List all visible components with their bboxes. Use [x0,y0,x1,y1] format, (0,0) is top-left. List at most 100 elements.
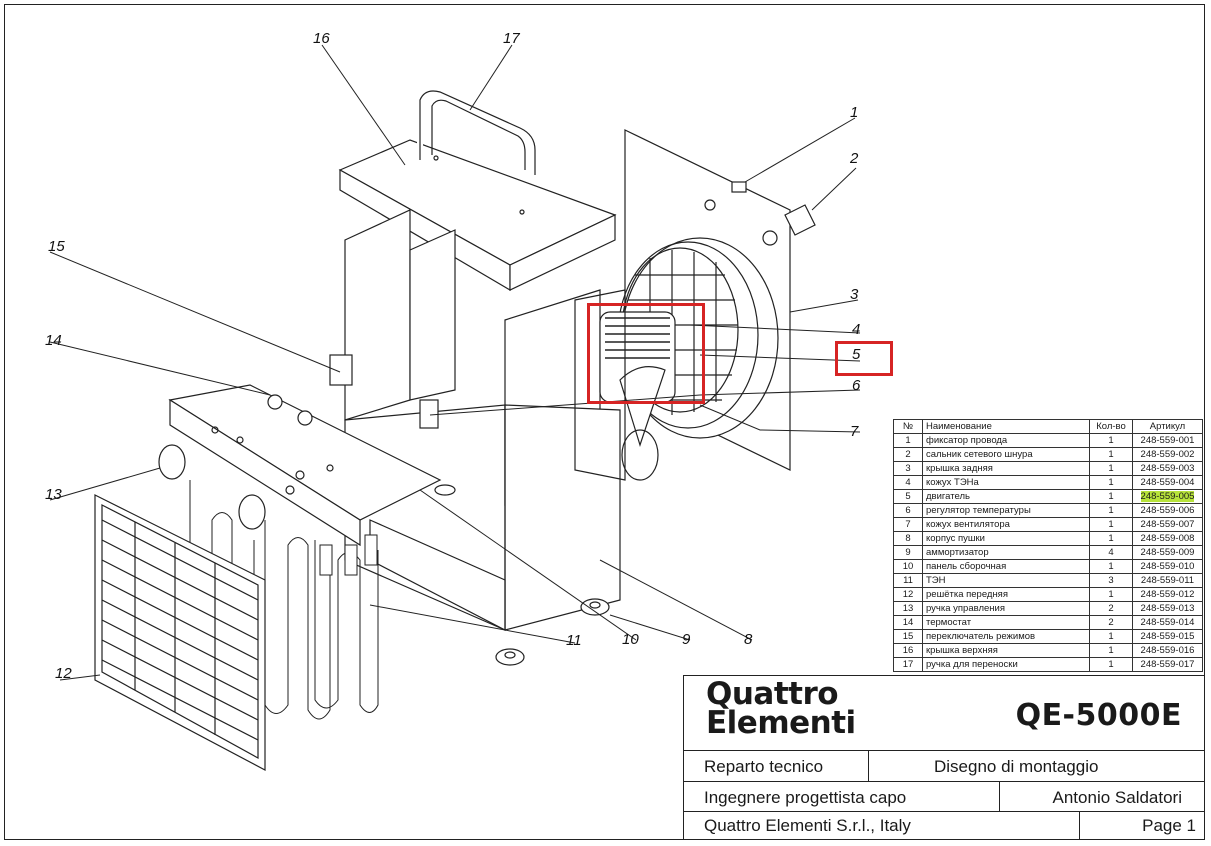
drawing-frame [4,4,1205,840]
row-name: термостат [922,615,1090,630]
callout-13: 13 [45,486,62,503]
row-qty: 1 [1089,517,1133,532]
callout-16: 16 [313,30,330,47]
row-name: переключатель режимов [922,629,1090,644]
row-article: 248-559-015 [1132,629,1203,644]
row-name: крышка задняя [922,461,1090,476]
row-article: 248-559-010 [1132,559,1203,574]
row-number: 1 [893,433,923,448]
callout-15: 15 [48,238,65,255]
row-number: 4 [893,475,923,490]
callout-10: 10 [622,631,639,648]
role-label: Ingegnere progettista capo [704,788,907,807]
parts-table-header: № Наименование Кол-во Артикул [893,419,1203,434]
drawing-type: Disegno di montaggio [934,757,1099,776]
row-qty: 1 [1089,587,1133,602]
company-logo: Quattro Elementi [706,676,856,741]
callout-3: 3 [850,286,859,303]
callout-5-highlight-box [835,341,893,376]
row-article: 248-559-011 [1132,573,1203,588]
thermostat-part [267,354,439,429]
title-row-company: Quattro Elementi S.r.l., Italy Page 1 [684,811,1204,839]
row-name: кожух вентилятора [922,517,1090,532]
front-grille-part [94,494,266,771]
row-article: 248-559-001 [1132,433,1203,448]
row-qty: 1 [1089,475,1133,490]
col-article: Артикул [1132,419,1203,434]
row-name: решётка передняя [922,587,1090,602]
row-number: 15 [893,629,923,644]
title-row-department: Reparto tecnico Disegno di montaggio [684,750,1204,781]
row-qty: 1 [1089,657,1133,672]
row-article: 248-559-008 [1132,531,1203,546]
row-number: 7 [893,517,923,532]
row-number: 2 [893,447,923,462]
row-number: 5 [893,489,923,504]
row-qty: 1 [1089,643,1133,658]
row-qty: 2 [1089,601,1133,616]
callout-11: 11 [566,632,582,649]
carry-handle-part [417,88,538,175]
row-number: 14 [893,615,923,630]
row-number: 11 [893,573,923,588]
row-name: панель сборочная [922,559,1090,574]
row-number: 3 [893,461,923,476]
callout-8: 8 [744,631,753,648]
motor-part [599,311,676,447]
department-label: Reparto tecnico [704,757,824,776]
row-name: ручка управления [922,601,1090,616]
row-article: 248-559-006 [1132,503,1203,518]
row-article: 248-559-012 [1132,587,1203,602]
row-qty: 1 [1089,629,1133,644]
fan-shroud [574,289,626,481]
callout-5: 5 [852,346,861,363]
row-name: фиксатор провода [922,433,1090,448]
row-number: 8 [893,531,923,546]
row-name: сальник сетевого шнура [922,447,1090,462]
row-qty: 1 [1089,489,1133,504]
row-name: ручка для переноски [922,657,1090,672]
engineer-name: Antonio Saldatori [1052,788,1182,807]
fan-shroud-base [621,429,659,481]
row-number: 6 [893,503,923,518]
row-name: крышка верхняя [922,643,1090,658]
inner-side-panel [344,209,456,421]
callout-14: 14 [45,332,62,349]
callout-6: 6 [852,377,861,394]
assembly-panel-part [168,384,442,547]
page-number: Page 1 [1142,816,1196,835]
callout-7: 7 [850,423,859,440]
housing-body-part [344,289,621,631]
row-name: ТЭН [922,573,1090,588]
row-qty: 1 [1089,433,1133,448]
row-article: 248-559-003 [1132,461,1203,476]
callout-12: 12 [55,665,72,682]
col-name: Наименование [922,419,1090,434]
row-name: корпус пушки [922,531,1090,546]
row-qty: 3 [1089,573,1133,588]
row-article: 248-559-002 [1132,447,1203,462]
callout-4: 4 [852,321,861,338]
row-number: 16 [893,643,923,658]
highlighted-article: 248-559-005 [1140,490,1195,502]
row-qty: 4 [1089,545,1133,560]
col-number: № [893,419,923,434]
row-number: 13 [893,601,923,616]
col-qty: Кол-во [1089,419,1133,434]
row-article: 248-559-004 [1132,475,1203,490]
row-article: 248-559-013 [1132,601,1203,616]
row-number: 17 [893,657,923,672]
